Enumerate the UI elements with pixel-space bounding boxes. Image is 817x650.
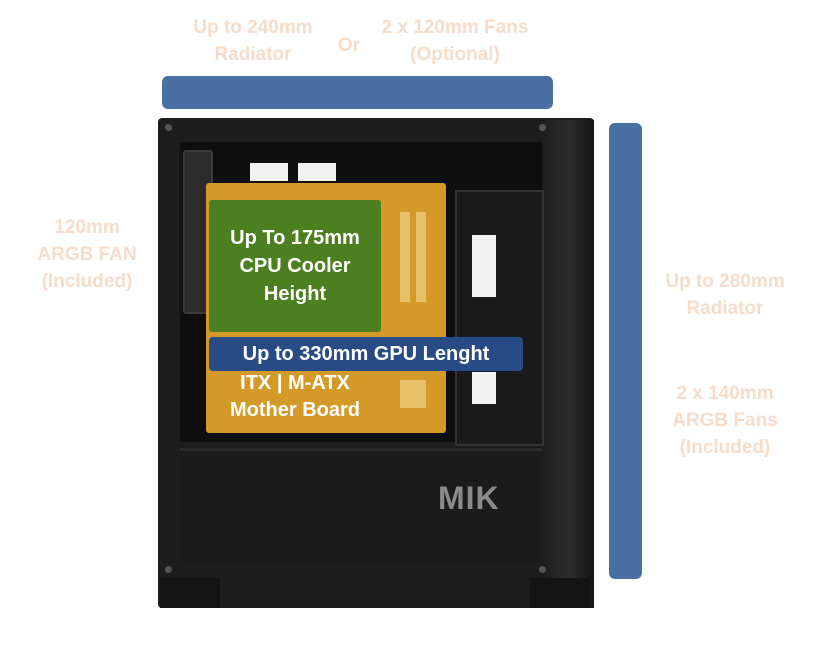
cpu-cooler-line2: CPU Cooler	[239, 255, 351, 277]
top-vent-cutout-2	[298, 163, 336, 181]
front-radiator-line2: Radiator	[686, 298, 764, 319]
top-or-label: Or	[337, 35, 361, 56]
top-fans-label: 2 x 120mm Fans (Optional)	[365, 14, 545, 68]
screw-bottom-right	[539, 566, 546, 573]
case-foot-right	[530, 578, 590, 608]
top-radiator-line2: Radiator	[214, 44, 292, 65]
rear-fan-line1: 120mm	[54, 217, 120, 238]
board-slot-1	[400, 380, 426, 408]
screw-top-right	[539, 124, 546, 131]
gpu-length-label: Up to 330mm GPU Lenght	[209, 337, 523, 371]
cpu-cooler-line3: Height	[263, 283, 327, 305]
cpu-cooler-area: Up To 175mm CPU Cooler Height	[209, 200, 381, 332]
rear-fan-label: 120mm ARGB FAN (Included)	[22, 214, 152, 295]
top-radiator-bar	[162, 76, 553, 109]
front-fans-line3: (Included)	[679, 437, 771, 458]
cpu-cooler-line1: Up To 175mm	[230, 227, 360, 249]
tray-cutout-2	[472, 372, 496, 404]
psu-shroud	[180, 448, 542, 563]
screw-bottom-left	[165, 566, 172, 573]
motherboard-label: ITX | M-ATX Mother Board	[209, 370, 381, 428]
front-fans-label: 2 x 140mm ARGB Fans (Included)	[650, 380, 800, 461]
ram-slot-1	[400, 212, 410, 302]
tray-cutout-1	[472, 235, 496, 297]
front-radiator-label: Up to 280mm Radiator	[650, 268, 800, 322]
top-fans-line2: (Optional)	[410, 44, 500, 65]
brand-logo: MIK	[438, 480, 500, 516]
top-vent-cutout-1	[250, 163, 288, 181]
top-radiator-label: Up to 240mm Radiator	[178, 14, 328, 68]
motherboard-line2: Mother Board	[230, 399, 360, 421]
front-fans-line2: ARGB Fans	[672, 410, 778, 431]
case-foot-left	[160, 578, 220, 608]
front-radiator-line1: Up to 280mm	[665, 271, 785, 292]
motherboard-line1: ITX | M-ATX	[240, 372, 350, 394]
top-fans-line1: 2 x 120mm Fans	[381, 17, 529, 38]
front-fans-line1: 2 x 140mm	[676, 383, 774, 404]
front-panel	[545, 120, 594, 608]
rear-fan-line2: ARGB FAN	[37, 244, 137, 265]
front-radiator-bar	[609, 123, 642, 579]
rear-fan-line3: (Included)	[41, 271, 133, 292]
ram-slot-2	[416, 212, 426, 302]
top-radiator-line1: Up to 240mm	[193, 17, 313, 38]
screw-top-left	[165, 124, 172, 131]
cable-management-tray	[455, 190, 544, 446]
